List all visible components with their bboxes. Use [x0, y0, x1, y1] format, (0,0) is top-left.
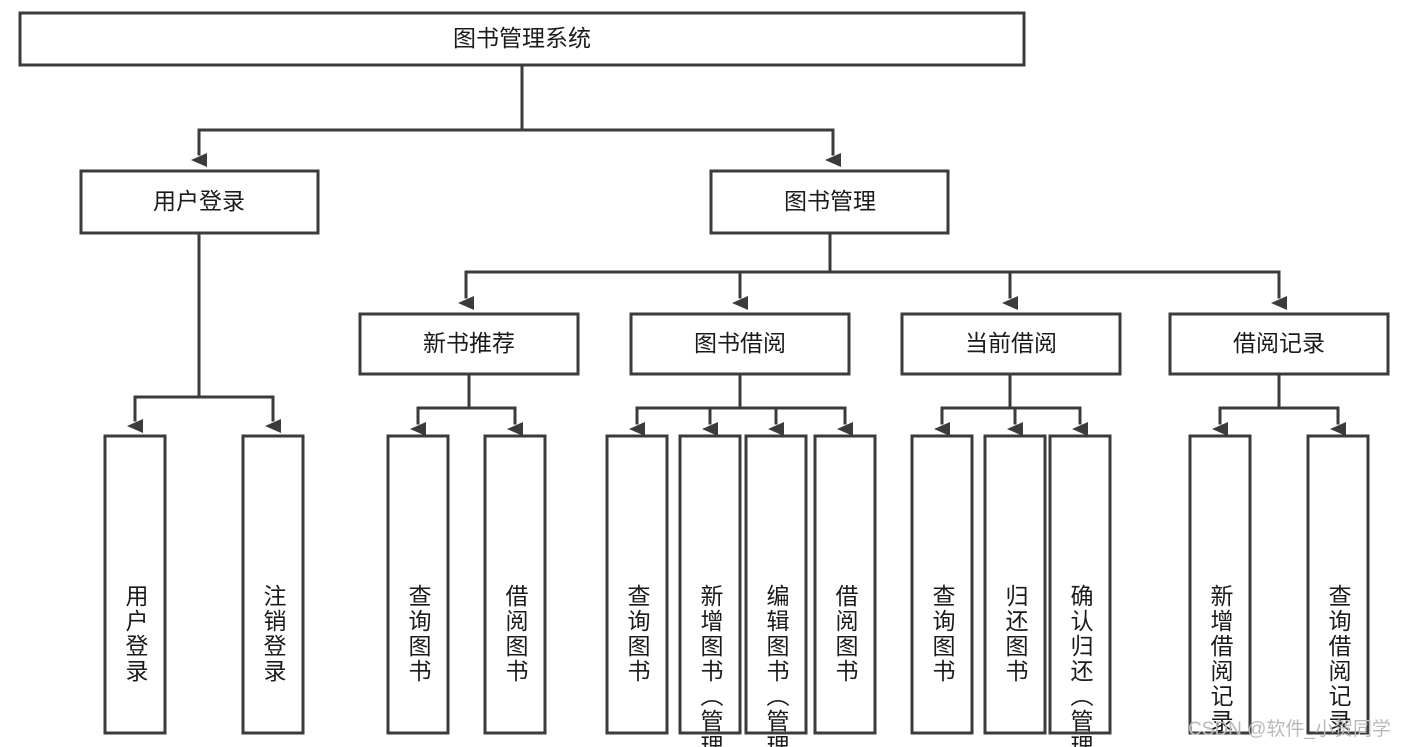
node-leaf-user-login-box: [103, 434, 167, 735]
node-current-borrow[interactable]: 当前借阅: [900, 312, 1122, 376]
node-leaf-confirm-return-admin[interactable]: 确认归还（管理员）: [1048, 434, 1112, 747]
node-current-borrow-label: 当前借阅: [965, 330, 1057, 356]
node-user-login-label: 用户登录: [153, 188, 245, 214]
node-book-management-box: [709, 169, 950, 235]
node-leaf-add-borrow-record-label: 新增借阅记录: [1207, 584, 1234, 734]
node-leaf-add-book-admin-box: [678, 434, 742, 735]
node-root-label: 图书管理系统: [453, 25, 591, 51]
node-leaf-logout[interactable]: 注销登录: [241, 434, 305, 735]
node-leaf-query-book-rec-label: 查询图书: [405, 584, 432, 684]
node-current-borrow-box: [900, 312, 1122, 376]
node-leaf-query-book-current[interactable]: 查询图书: [910, 434, 974, 735]
node-book-management[interactable]: 图书管理: [709, 169, 950, 235]
node-leaf-query-borrow-record-label: 查询借阅记录: [1325, 584, 1352, 734]
node-leaf-query-book-current-box: [910, 434, 974, 735]
node-borrow-record[interactable]: 借阅记录: [1168, 312, 1390, 376]
node-book-borrow-box: [629, 312, 851, 376]
connectors-borrowrecord-to-leaves: [1212, 372, 1346, 436]
node-leaf-user-login[interactable]: 用户登录: [103, 434, 167, 735]
node-leaf-query-book-borrow[interactable]: 查询图书: [605, 434, 669, 735]
node-leaf-query-book-borrow-label: 查询图书: [624, 584, 651, 684]
node-leaf-query-book-rec[interactable]: 查询图书: [386, 434, 450, 735]
node-leaf-user-login-label: 用户登录: [122, 584, 149, 684]
connectors-bookmgmt-to-level3: [458, 231, 1287, 310]
node-leaf-borrow-book-rec-label: 借阅图书: [502, 584, 529, 684]
node-leaf-query-borrow-record[interactable]: 查询借阅记录: [1306, 434, 1370, 735]
node-leaf-borrow-book-label: 借阅图书: [832, 584, 859, 684]
node-leaf-edit-book-admin-label: 编辑图书（管理员）: [763, 584, 790, 747]
node-leaf-borrow-book-box: [813, 434, 877, 735]
node-leaf-confirm-return-admin-label: 确认归还（管理员）: [1067, 584, 1094, 747]
node-leaf-borrow-book[interactable]: 借阅图书: [813, 434, 877, 735]
node-borrow-record-label: 借阅记录: [1233, 330, 1325, 356]
connectors-currentborrow-to-leaves: [934, 372, 1088, 436]
node-leaf-return-book-box: [983, 434, 1047, 735]
connectors-userlogin-to-leaves: [127, 231, 281, 433]
node-root-box: [18, 11, 1026, 67]
node-leaf-edit-book-admin-box: [744, 434, 808, 735]
node-leaf-edit-book-admin[interactable]: 编辑图书（管理员）: [744, 434, 808, 747]
connectors-root-to-level2: [191, 63, 841, 167]
node-leaf-add-book-admin-label: 新增图书（管理员）: [697, 584, 724, 747]
node-new-book-recommend[interactable]: 新书推荐: [358, 312, 580, 376]
node-leaf-logout-box: [241, 434, 305, 735]
node-leaf-add-borrow-record[interactable]: 新增借阅记录: [1188, 434, 1252, 735]
node-leaf-borrow-book-rec-box: [483, 434, 547, 735]
node-new-book-recommend-box: [358, 312, 580, 376]
node-leaf-add-book-admin[interactable]: 新增图书（管理员）: [678, 434, 742, 747]
node-book-borrow-label: 图书借阅: [694, 330, 786, 356]
node-new-book-recommend-label: 新书推荐: [423, 330, 515, 356]
node-leaf-query-book-borrow-box: [605, 434, 669, 735]
node-root-system[interactable]: 图书管理系统: [18, 11, 1026, 67]
node-leaf-query-borrow-record-box: [1306, 434, 1370, 735]
node-leaf-query-book-current-label: 查询图书: [929, 584, 956, 684]
node-leaf-confirm-return-admin-box: [1048, 434, 1112, 735]
node-user-login-box: [79, 169, 320, 235]
node-borrow-record-box: [1168, 312, 1390, 376]
node-leaf-query-book-rec-box: [386, 434, 450, 735]
node-user-login[interactable]: 用户登录: [79, 169, 320, 235]
node-leaf-return-book[interactable]: 归还图书: [983, 434, 1047, 735]
connectors-bookborrow-to-leaves: [629, 372, 853, 436]
node-leaf-return-book-label: 归还图书: [1002, 584, 1029, 684]
node-book-management-label: 图书管理: [784, 188, 876, 214]
node-leaf-add-borrow-record-box: [1188, 434, 1252, 735]
node-leaf-borrow-book-rec[interactable]: 借阅图书: [483, 434, 547, 735]
node-book-borrow[interactable]: 图书借阅: [629, 312, 851, 376]
node-leaf-logout-label: 注销登录: [260, 584, 287, 684]
connectors-newbookrec-to-leaves: [410, 372, 523, 436]
